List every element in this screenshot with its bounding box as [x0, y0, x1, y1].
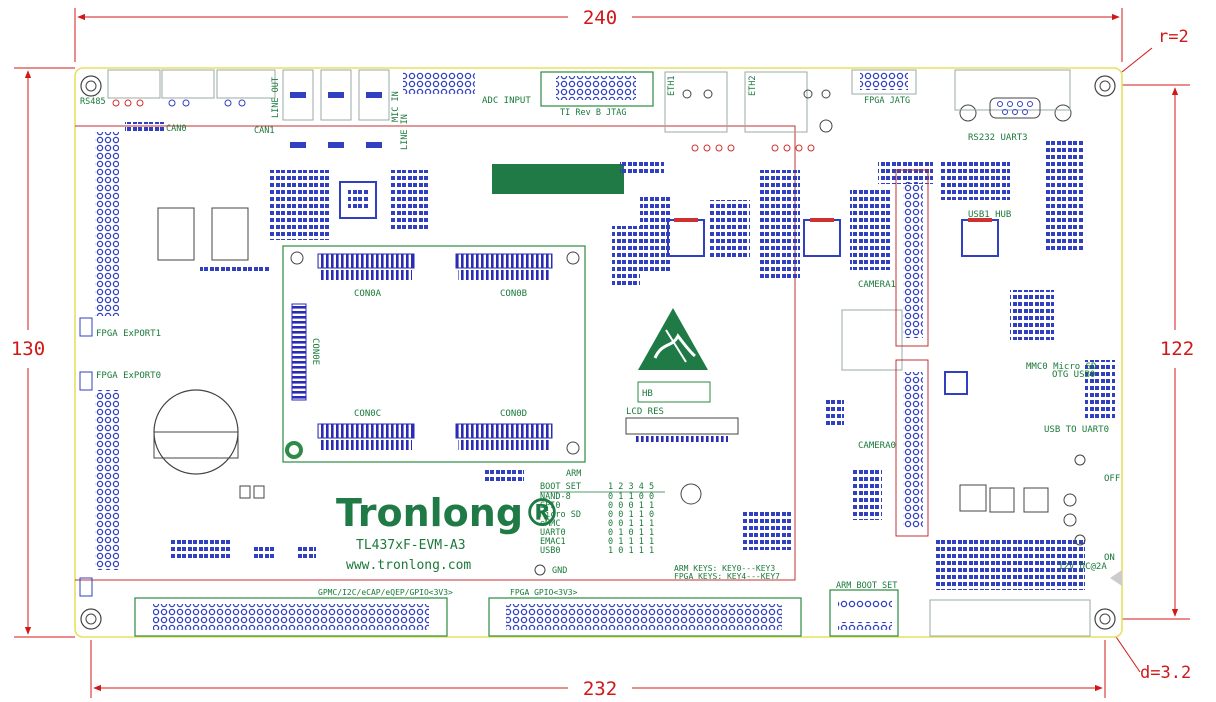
dimension-bottom: 232	[90, 640, 1106, 700]
battery-holder	[153, 389, 239, 475]
boot-row-mode: SPI0	[540, 501, 560, 511]
mic-in-label: MIC IN	[391, 91, 401, 122]
off-label: OFF	[1104, 474, 1120, 484]
ic-components	[125, 122, 1122, 590]
keepout-outline	[75, 125, 796, 581]
model-name: TL437xF-EVM-A3	[356, 538, 466, 553]
usb1-hub-label: USB1 HUB	[968, 210, 1011, 220]
esd-warning-icon	[638, 308, 708, 370]
core-module-outline	[282, 245, 586, 463]
silkscreen-labels: RS485 CAN0 CAN1 LINE OUT MIC IN LINE IN …	[80, 76, 1120, 597]
camera0-label: CAMERA0	[858, 441, 896, 451]
con0a-connector	[317, 253, 415, 269]
mmc0-label: MMC0 Micro SD	[1026, 362, 1096, 372]
eth1-label: ETH1	[667, 76, 677, 96]
rs232-label: RS232 UART3	[968, 133, 1028, 143]
boot-row-mode: eMMC	[540, 519, 560, 529]
mount-hole-bottom-right	[1094, 608, 1116, 630]
boot-row-mode: USB0	[540, 546, 560, 556]
rs485-label: RS485	[80, 97, 106, 107]
lcd-res-label: LCD RES	[626, 407, 664, 417]
core-connectors	[290, 251, 580, 455]
line-out-label: LINE OUT	[271, 77, 281, 118]
can1-label: CAN1	[254, 126, 274, 136]
eth2-label: ETH2	[748, 76, 758, 96]
adc-input-label: ADC INPUT	[482, 96, 531, 106]
boot-row-bits: 0 0 0 1 1	[608, 501, 654, 511]
boot-table-header-cols: 1 2 3 4 5	[608, 482, 654, 492]
dimension-height-label: 130	[11, 338, 45, 360]
hb-label: HB	[642, 389, 653, 399]
boot-row-mode: NAND-8	[540, 492, 571, 502]
hole-diameter-callout: d=3.2	[1109, 627, 1191, 683]
fpga-jatg-label: FPGA JATG	[864, 96, 910, 106]
con0a-label: CON0A	[354, 289, 382, 299]
con0b-label: CON0B	[500, 289, 527, 299]
boot-row-bits: 0 0 1 1 0	[608, 510, 654, 520]
website-url: www.tronlong.com	[346, 558, 471, 573]
mounting-holes	[80, 75, 1116, 630]
con0e-connector	[291, 303, 307, 401]
corner-radius-label: r=2	[1158, 27, 1189, 47]
dimension-right: 122	[1110, 84, 1194, 620]
con0c-connector	[317, 423, 415, 439]
left-headers	[79, 132, 119, 597]
can0-label: CAN0	[166, 124, 186, 134]
on-label: ON	[1104, 553, 1115, 563]
mount-hole-bottom-left	[80, 608, 102, 630]
tronlong-logo: Tronlong®	[336, 491, 561, 535]
branding: Tronlong® TL437xF-EVM-A3 www.tronlong.co…	[336, 491, 561, 573]
dimension-top: 240	[74, 7, 1123, 62]
con0e-label: CON0E	[310, 338, 320, 365]
mount-hole-top-right	[1094, 75, 1116, 97]
boot-row-mode: UART0	[540, 528, 566, 538]
boot-row-bits: 0 0 1 1 1	[608, 519, 654, 529]
boot-table: ARM BOOT SET 1 2 3 4 5 NAND-8 0 1 1 0 0 …	[540, 469, 654, 556]
hole-diameter-label: d=3.2	[1140, 663, 1191, 683]
top-connectors	[107, 69, 1071, 152]
boot-row-mode: Micro SD	[540, 510, 581, 520]
boot-row-bits: 0 1 1 0 0	[608, 492, 654, 502]
mount-hole-top-left	[80, 75, 102, 97]
fpga-keys-label: FPGA KEYS: KEY4---KEY7	[674, 572, 780, 581]
fpga-gpio-label: FPGA GPIO<3V3>	[510, 588, 578, 597]
fpga-export0-label: FPGA ExPORT0	[96, 371, 161, 381]
power-label: 12V DC@2A	[1058, 562, 1107, 572]
dimension-width-label: 240	[583, 7, 617, 29]
con0b-connector	[455, 253, 553, 269]
jtag-label: TI Rev B JTAG	[560, 108, 627, 118]
camera1-label: CAMERA1	[858, 280, 896, 290]
line-in-label: LINE IN	[400, 114, 410, 150]
arm-keys-label: ARM KEYS: KEY0---KEY3	[674, 564, 775, 573]
boot-row-mode: EMAC1	[540, 537, 566, 547]
usb-uart0-label: USB TO UART0	[1044, 425, 1109, 435]
dimension-mount-y-label: 122	[1160, 338, 1194, 360]
boot-table-title: ARM	[566, 469, 581, 479]
arm-boot-set-label: ARM BOOT SET	[836, 581, 897, 591]
boot-table-header-label: BOOT SET	[540, 482, 581, 492]
dimension-left: 130	[11, 67, 75, 638]
gnd-label: GND	[552, 566, 567, 576]
con0d-label: CON0D	[500, 409, 527, 419]
con0c-label: CON0C	[354, 409, 381, 419]
dimension-mount-x-label: 232	[583, 678, 617, 700]
boot-row-bits: 1 0 1 1 1	[608, 546, 654, 556]
corner-radius-callout: r=2	[1121, 27, 1189, 73]
otg-usb0-label: OTG USB0	[1052, 370, 1095, 380]
boot-row-bits: 0 1 1 1 1	[608, 537, 654, 547]
bottom-headers	[134, 589, 1091, 637]
gpmc-header-label: GPMC/I2C/eCAP/eQEP/GPIO<3V3>	[318, 588, 453, 597]
fpga-export1-label: FPGA ExPORT1	[96, 329, 161, 339]
boot-row-bits: 0 1 0 1 1	[608, 528, 654, 538]
con0d-connector	[455, 423, 553, 439]
